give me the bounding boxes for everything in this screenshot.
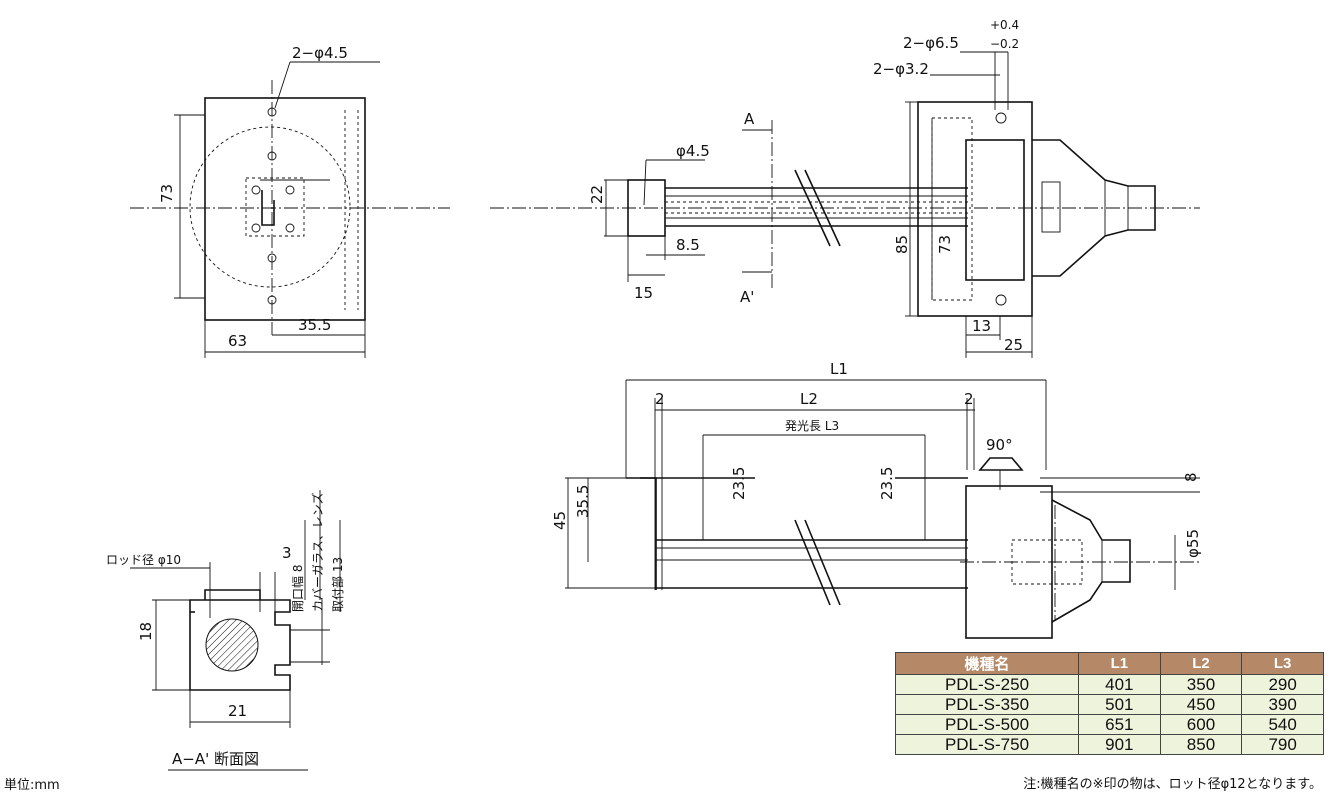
side-dim-85: 85 bbox=[893, 235, 911, 254]
table-row: PDL-S-750 901 850 790 bbox=[895, 734, 1324, 755]
side-dim-8-5: 8.5 bbox=[676, 236, 700, 254]
table-cell: 901 bbox=[1078, 734, 1161, 755]
side-dim-13: 13 bbox=[972, 317, 991, 335]
table-row: PDL-S-250 401 350 290 bbox=[895, 674, 1324, 695]
table-cell: PDL-S-750 bbox=[895, 734, 1079, 755]
front-view: 2−φ4.5 73 63 35.5 bbox=[130, 44, 450, 358]
dim-gap-left: 2 bbox=[655, 390, 665, 408]
front-hole-label: 2−φ4.5 bbox=[292, 44, 348, 62]
side-height-label: 22 bbox=[588, 185, 606, 204]
dim-phi55: φ55 bbox=[1184, 529, 1202, 558]
table-cell: 790 bbox=[1241, 734, 1324, 755]
dim-23-5a: 23.5 bbox=[730, 467, 748, 500]
front-height-label: 73 bbox=[158, 184, 176, 203]
side-dim-25: 25 bbox=[1004, 336, 1023, 354]
table-cell: 651 bbox=[1078, 714, 1161, 735]
dim-45: 45 bbox=[551, 511, 569, 530]
table-header-cell: 機種名 bbox=[895, 652, 1079, 675]
side-tol-plus: +0.4 bbox=[990, 18, 1019, 32]
side-hole-label: φ4.5 bbox=[676, 142, 710, 160]
section-title: A−A' 断面図 bbox=[172, 750, 259, 768]
table-cell: 540 bbox=[1241, 714, 1324, 735]
table-header-cell: L1 bbox=[1078, 652, 1161, 675]
table-cell: 390 bbox=[1241, 694, 1324, 715]
unit-note: 単位:mm bbox=[4, 778, 60, 793]
section-a-label: A bbox=[744, 110, 755, 128]
front-width-label: 63 bbox=[228, 332, 247, 350]
table-cell: 501 bbox=[1078, 694, 1161, 715]
table-cell: PDL-S-500 bbox=[895, 714, 1079, 735]
section-rod-label: ロッド径 φ10 bbox=[106, 553, 181, 567]
dim-l1: L1 bbox=[830, 360, 848, 378]
dim-l2: L2 bbox=[800, 390, 818, 408]
table-header-row: 機種名 L1 L2 L3 bbox=[895, 652, 1324, 675]
side-hole-32-label: 2−φ3.2 bbox=[873, 60, 929, 78]
length-view: L1 L2 発光長 L3 2 2 90° 45 35.5 23.5 23.5 8… bbox=[551, 360, 1202, 639]
table-cell: PDL-S-250 bbox=[895, 674, 1079, 695]
side-view: A A' φ4.5 22 8.5 15 2−φ6.5 +0.4 −0.2 2−φ… bbox=[490, 18, 1200, 358]
table-row: PDL-S-500 651 600 540 bbox=[895, 714, 1324, 735]
table-cell: 350 bbox=[1159, 674, 1243, 695]
table-cell: 600 bbox=[1159, 714, 1243, 735]
table-header-cell: L3 bbox=[1241, 652, 1324, 675]
dim-l3: 発光長 L3 bbox=[785, 419, 839, 433]
dim-gap-right: 2 bbox=[964, 390, 974, 408]
section-dim-3: 3 bbox=[282, 544, 292, 562]
dim-35-5: 35.5 bbox=[574, 485, 592, 518]
table-cell: 850 bbox=[1159, 734, 1243, 755]
dim-23-5b: 23.5 bbox=[878, 467, 896, 500]
side-dim-15: 15 bbox=[634, 284, 653, 302]
dim-8: 8 bbox=[1182, 472, 1200, 482]
table-cell: 401 bbox=[1078, 674, 1161, 695]
section-a-prime-label: A' bbox=[740, 288, 754, 306]
section-view: ロッド径 φ10 3 開口幅 8 カバーガラス、レンズ 取付部 13 18 21… bbox=[106, 490, 345, 771]
table-cell: 290 bbox=[1241, 674, 1324, 695]
table-cell: 450 bbox=[1159, 694, 1243, 715]
table-row: PDL-S-350 501 450 390 bbox=[895, 694, 1324, 715]
spec-table: 機種名 L1 L2 L3 PDL-S-250 401 350 290 PDL-S… bbox=[895, 652, 1324, 755]
footnote: 注:機種名の※印の物は、ロット径φ12となります。 bbox=[1023, 777, 1322, 792]
section-mount-label: 取付部 13 bbox=[330, 557, 345, 612]
section-dim-18: 18 bbox=[137, 622, 155, 641]
table-cell: PDL-S-350 bbox=[895, 694, 1079, 715]
section-opening-label: 開口幅 8 bbox=[290, 565, 305, 612]
section-dim-21: 21 bbox=[228, 702, 247, 720]
side-tol-minus: −0.2 bbox=[990, 37, 1019, 51]
dim-angle: 90° bbox=[986, 436, 1013, 454]
side-dim-73: 73 bbox=[936, 235, 954, 254]
table-header-cell: L2 bbox=[1159, 652, 1243, 675]
side-hole-65-label: 2−φ6.5 bbox=[903, 34, 959, 52]
section-cover-label: カバーガラス、レンズ bbox=[310, 492, 325, 612]
front-offset-label: 35.5 bbox=[298, 316, 331, 334]
